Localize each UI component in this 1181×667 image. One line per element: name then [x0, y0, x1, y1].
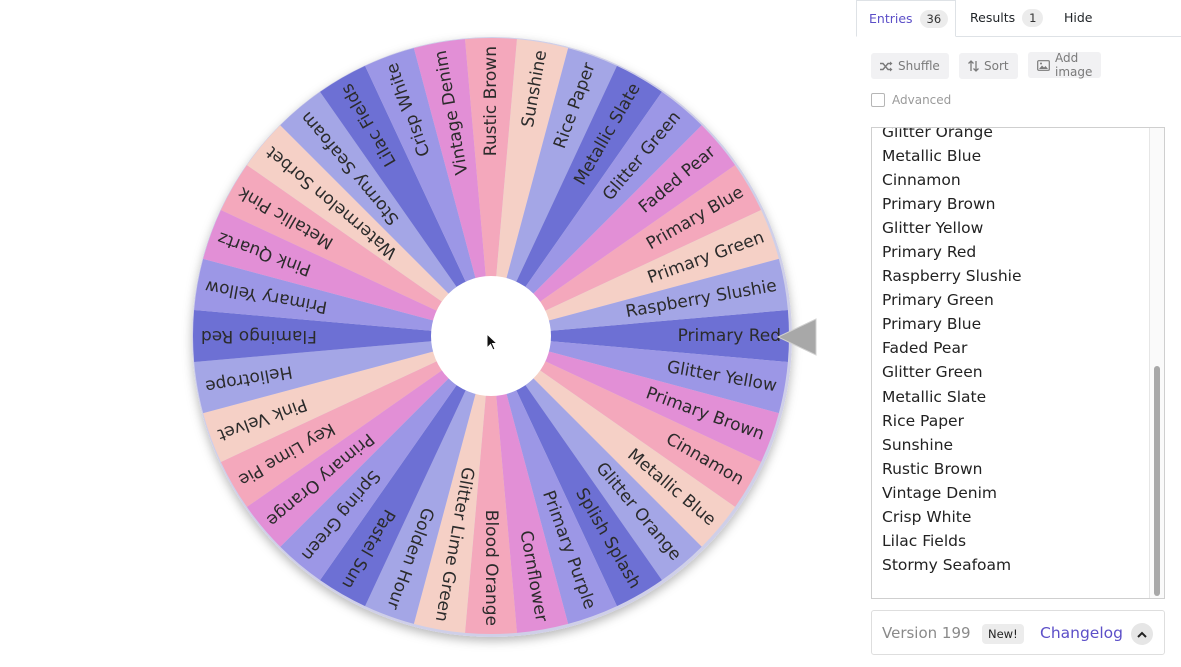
results-count-badge: 1	[1022, 8, 1044, 27]
wheel-segment	[203, 336, 491, 462]
new-badge: New!	[982, 624, 1024, 644]
entry-line: Lilac Fields	[882, 531, 967, 550]
wheel-segment	[491, 125, 736, 336]
sort-icon	[968, 60, 979, 72]
entry-line: Glitter Yellow	[882, 219, 984, 238]
chevron-up-icon	[1137, 631, 1147, 638]
entries-scrollbar-thumb[interactable]	[1154, 366, 1160, 596]
entries-count-badge: 36	[919, 9, 949, 28]
wheel-segment	[465, 336, 517, 634]
wheel-segment	[413, 336, 491, 633]
wheel-segment	[491, 336, 702, 581]
entry-line: Sunshine	[882, 435, 954, 454]
wheel-segment	[280, 91, 491, 336]
wheel-segment	[491, 258, 788, 336]
wheel-segment	[194, 336, 492, 414]
wheel-segment	[192, 310, 491, 362]
wheel-segment	[246, 336, 491, 547]
wheel-segment	[491, 336, 569, 633]
wheel-segment-label: Rustic Brown	[481, 46, 501, 156]
wheel-segment-label: Primary Red	[678, 326, 781, 346]
changelog-link[interactable]: Changelog	[1040, 624, 1123, 642]
entry-line: Glitter Orange	[882, 127, 993, 141]
wheel-segment	[491, 336, 617, 624]
wheel-segment	[491, 336, 788, 414]
side-panel: Entries 36 Results 1 Hide Shuffle Sort	[856, 0, 1181, 667]
wheel-segment	[203, 210, 491, 336]
wheel-segment	[413, 39, 491, 337]
sort-label: Sort	[984, 59, 1009, 73]
wheel-segment	[194, 258, 492, 336]
tab-entries[interactable]: Entries 36	[856, 0, 956, 37]
wheel-segment	[491, 336, 662, 607]
wheel-segment	[491, 48, 617, 336]
tab-results-label: Results	[970, 10, 1016, 25]
wheel-segment-label: Flamingo Red	[201, 326, 317, 346]
wheel-segment	[220, 336, 491, 507]
tab-bar: Entries 36 Results 1 Hide	[856, 0, 1181, 37]
version-footer: Version 199 New! Changelog	[871, 610, 1165, 655]
entry-line: Rustic Brown	[882, 459, 983, 478]
entry-line: Primary Red	[882, 243, 977, 262]
wheel-segment	[491, 65, 662, 336]
wheel-segment	[491, 310, 790, 362]
wheel-segment-label: Blood Orange	[481, 510, 501, 626]
advanced-checkbox[interactable]	[871, 93, 885, 107]
wheel-segment	[365, 336, 491, 624]
wheel-center-hub[interactable]	[431, 276, 551, 396]
image-icon	[1037, 59, 1050, 71]
advanced-label: Advanced	[892, 93, 952, 107]
entry-line: Vintage Denim	[882, 483, 997, 502]
expand-footer-button[interactable]	[1131, 623, 1153, 645]
tab-hide-label: Hide	[1064, 10, 1093, 25]
wheel-segment	[491, 165, 762, 336]
entry-line: Raspberry Slushie	[882, 267, 1022, 286]
entry-line: Faded Pear	[882, 339, 968, 358]
entry-line: Glitter Green	[882, 363, 983, 382]
wheel-segment	[365, 48, 491, 336]
wheel-segment	[491, 210, 779, 336]
entry-line: Primary Green	[882, 291, 994, 310]
wheel-segment	[320, 65, 491, 336]
entry-line: Rice Paper	[882, 411, 964, 430]
version-text: Version 199	[882, 624, 971, 642]
wheel-segment	[320, 336, 491, 607]
entry-line: Metallic Slate	[882, 387, 987, 406]
wheel-segment	[491, 91, 702, 336]
shuffle-label: Shuffle	[898, 59, 940, 73]
entries-scrollbar[interactable]	[1149, 128, 1164, 598]
entry-line: Cinnamon	[882, 171, 961, 190]
wheel-segment	[491, 336, 762, 507]
wheel-segment	[465, 37, 517, 336]
wheel-segment	[491, 39, 569, 337]
shuffle-icon	[880, 61, 893, 71]
advanced-toggle[interactable]: Advanced	[871, 93, 951, 107]
add-image-button[interactable]: Add image	[1028, 51, 1102, 79]
wheel-segment	[220, 165, 491, 336]
wheel-segment	[280, 336, 491, 581]
sort-button[interactable]: Sort	[959, 53, 1018, 79]
wheel-segment	[491, 336, 736, 547]
wheel-segment	[491, 336, 779, 462]
entry-line: Primary Blue	[882, 315, 982, 334]
pointer-arrow-icon	[776, 318, 817, 356]
add-image-label: Add image	[1055, 51, 1093, 79]
entry-line: Crisp White	[882, 507, 972, 526]
wheel-segment	[246, 125, 491, 336]
mouse-cursor-icon	[486, 333, 499, 351]
entry-line: Primary Brown	[882, 195, 996, 214]
shuffle-button[interactable]: Shuffle	[871, 53, 949, 79]
tab-results[interactable]: Results 1	[970, 0, 1044, 35]
tab-entries-label: Entries	[869, 11, 913, 26]
entry-line: Metallic Blue	[882, 147, 982, 166]
tab-hide[interactable]: Hide	[1064, 0, 1093, 35]
entry-line: Stormy Seafoam	[882, 555, 1012, 574]
